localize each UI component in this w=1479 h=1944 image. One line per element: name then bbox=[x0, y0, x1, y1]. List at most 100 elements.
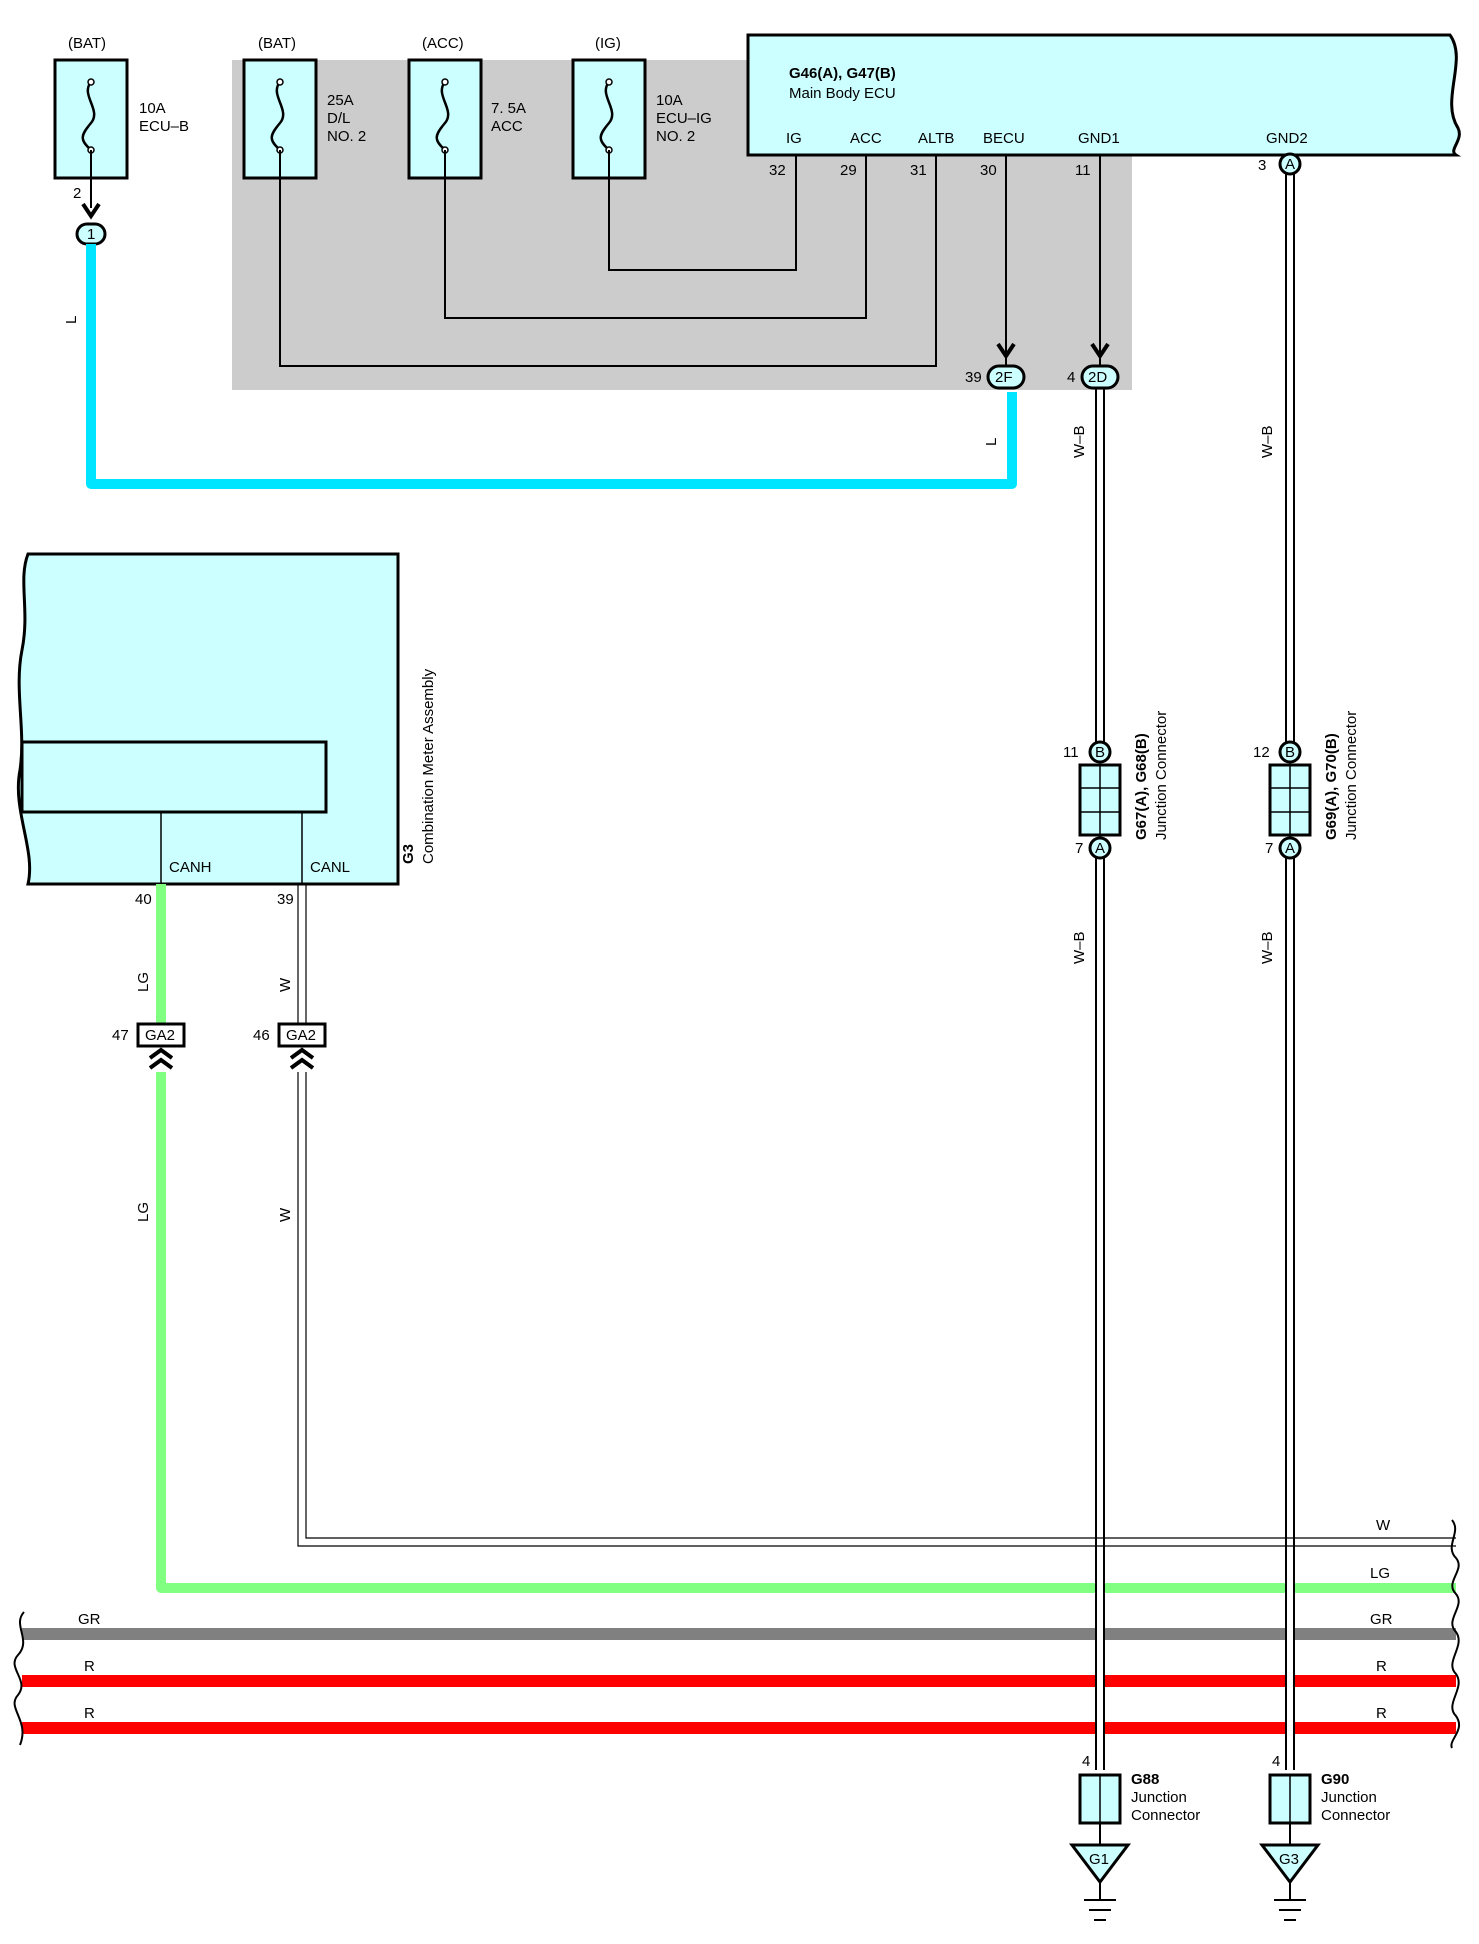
connector-2d: 2D 4 bbox=[1067, 342, 1120, 390]
svg-text:G69(A), G70(B): G69(A), G70(B) bbox=[1323, 733, 1340, 840]
svg-text:12: 12 bbox=[1253, 744, 1270, 761]
fuse-source: (BAT) bbox=[68, 35, 106, 52]
meter-title: G3 bbox=[400, 844, 417, 864]
svg-text:ECU–IG: ECU–IG bbox=[656, 110, 712, 127]
svg-text:47: 47 bbox=[112, 1027, 129, 1044]
svg-text:D/L: D/L bbox=[327, 110, 350, 127]
fuse-source: (BAT) bbox=[258, 35, 296, 52]
fuse-source: (IG) bbox=[595, 35, 621, 52]
svg-text:G3: G3 bbox=[1279, 1851, 1299, 1868]
svg-text:2F: 2F bbox=[995, 369, 1013, 386]
svg-text:39: 39 bbox=[965, 369, 982, 386]
fuse-ecu-b: (BAT) 10A ECU–B bbox=[53, 35, 189, 180]
double-chevron-up-icon bbox=[148, 1047, 174, 1070]
svg-text:ECU–B: ECU–B bbox=[139, 118, 189, 135]
connector-ga2-46: GA2 46 bbox=[253, 1022, 327, 1070]
wire-color-wb: W–B bbox=[1259, 425, 1276, 458]
svg-text:A: A bbox=[1285, 840, 1295, 857]
term-acc: ACC bbox=[850, 130, 882, 147]
svg-text:GA2: GA2 bbox=[145, 1027, 175, 1044]
term-altb: ALTB bbox=[918, 130, 954, 147]
bus-label-r2-right: R bbox=[1376, 1705, 1387, 1722]
arrow-down-icon bbox=[1090, 342, 1110, 360]
junction-connector-2: B 12 A 7 G69(A), G70(B) Junction Connect… bbox=[1253, 711, 1360, 860]
svg-text:4: 4 bbox=[1082, 1753, 1090, 1770]
connector-gnd2-a: A bbox=[1278, 152, 1302, 176]
bus-label-lg: LG bbox=[1370, 1565, 1390, 1582]
wire-lg bbox=[156, 1072, 1456, 1593]
svg-text:GA2: GA2 bbox=[286, 1027, 316, 1044]
svg-text:Junction: Junction bbox=[1321, 1789, 1377, 1806]
svg-text:B: B bbox=[1285, 744, 1295, 761]
internal-wiring bbox=[279, 150, 1007, 368]
pin-altb: 31 bbox=[910, 162, 927, 179]
bus-label-gr-right: GR bbox=[1370, 1611, 1393, 1628]
fuse-source: (ACC) bbox=[422, 35, 464, 52]
svg-text:11: 11 bbox=[1063, 744, 1079, 761]
svg-text:7: 7 bbox=[1075, 840, 1083, 857]
svg-text:Junction Connector: Junction Connector bbox=[1153, 711, 1170, 840]
pin-becu: 30 bbox=[980, 162, 997, 179]
ecu-title: G46(A), G47(B) bbox=[789, 65, 896, 82]
svg-text:1: 1 bbox=[87, 226, 95, 243]
svg-text:G90: G90 bbox=[1321, 1771, 1349, 1788]
fuse-icon bbox=[599, 81, 614, 151]
term-canh: CANH bbox=[169, 859, 212, 876]
wire-color-l: L bbox=[63, 316, 80, 324]
svg-text:G67(A), G68(B): G67(A), G68(B) bbox=[1133, 733, 1150, 840]
term-becu: BECU bbox=[983, 130, 1025, 147]
pin-canl: 39 bbox=[277, 891, 294, 908]
svg-text:A: A bbox=[1095, 840, 1105, 857]
svg-text:10A: 10A bbox=[656, 92, 683, 109]
svg-text:G88: G88 bbox=[1131, 1771, 1159, 1788]
bus-label-r2-left: R bbox=[84, 1705, 95, 1722]
wire-color-l: L bbox=[983, 438, 1000, 446]
ground-icon bbox=[1068, 1843, 1132, 1885]
svg-text:Junction: Junction bbox=[1131, 1789, 1187, 1806]
wire-color-lg: LG bbox=[135, 1202, 152, 1222]
wire-color-w: W bbox=[277, 1207, 294, 1222]
svg-text:NO. 2: NO. 2 bbox=[327, 128, 366, 145]
main-body-ecu: G46(A), G47(B) Main Body ECU IG ACC ALTB… bbox=[746, 33, 1462, 157]
svg-text:Connector: Connector bbox=[1321, 1807, 1390, 1824]
svg-text:7. 5A: 7. 5A bbox=[491, 100, 526, 117]
arrow-down-icon bbox=[996, 342, 1016, 360]
term-ig: IG bbox=[786, 130, 802, 147]
svg-text:25A: 25A bbox=[327, 92, 354, 109]
break-marks bbox=[13, 1519, 1461, 1749]
fuse-pin: 2 bbox=[73, 185, 81, 202]
arrow-down-icon bbox=[81, 202, 101, 220]
pin-acc: 29 bbox=[840, 162, 857, 179]
junction-g88: 4 G88 Junction Connector G1 bbox=[1068, 1753, 1200, 1921]
wire-color-wb: W–B bbox=[1071, 425, 1088, 458]
ground-icon bbox=[1258, 1843, 1322, 1885]
wire-wb-2 bbox=[1285, 174, 1295, 1770]
svg-text:10A: 10A bbox=[139, 100, 166, 117]
wire-color-wb: W–B bbox=[1071, 931, 1088, 964]
pin-gnd1: 11 bbox=[1075, 162, 1091, 179]
svg-text:G1: G1 bbox=[1089, 1851, 1109, 1868]
pin-canh: 40 bbox=[135, 891, 152, 908]
connector-ga2-47: GA2 47 bbox=[112, 1022, 186, 1070]
bus-label-r1-left: R bbox=[84, 1658, 95, 1675]
connector-2f: 2F 39 bbox=[965, 342, 1026, 390]
fuse-icon bbox=[270, 81, 285, 151]
pin-gnd2: 3 bbox=[1258, 157, 1266, 174]
svg-text:4: 4 bbox=[1272, 1753, 1280, 1770]
term-canl: CANL bbox=[310, 859, 350, 876]
fuse-icon bbox=[81, 81, 96, 151]
ecu-subtitle: Main Body ECU bbox=[789, 85, 896, 102]
double-chevron-up-icon bbox=[289, 1047, 315, 1070]
svg-text:7: 7 bbox=[1265, 840, 1273, 857]
svg-text:46: 46 bbox=[253, 1027, 270, 1044]
pin-ig: 32 bbox=[769, 162, 786, 179]
combination-meter-assembly: CANH CANL G3 Combination Meter Assembly bbox=[16, 552, 437, 886]
svg-text:Junction Connector: Junction Connector bbox=[1343, 711, 1360, 840]
bus-label-w: W bbox=[1376, 1517, 1391, 1534]
svg-text:Connector: Connector bbox=[1131, 1807, 1200, 1824]
wire-wb-1 bbox=[1095, 388, 1105, 1770]
fuse-icon bbox=[435, 81, 450, 151]
junction-connector-1: B 11 A 7 G67(A), G68(B) Junction Connect… bbox=[1063, 711, 1170, 860]
svg-text:4: 4 bbox=[1067, 369, 1075, 386]
